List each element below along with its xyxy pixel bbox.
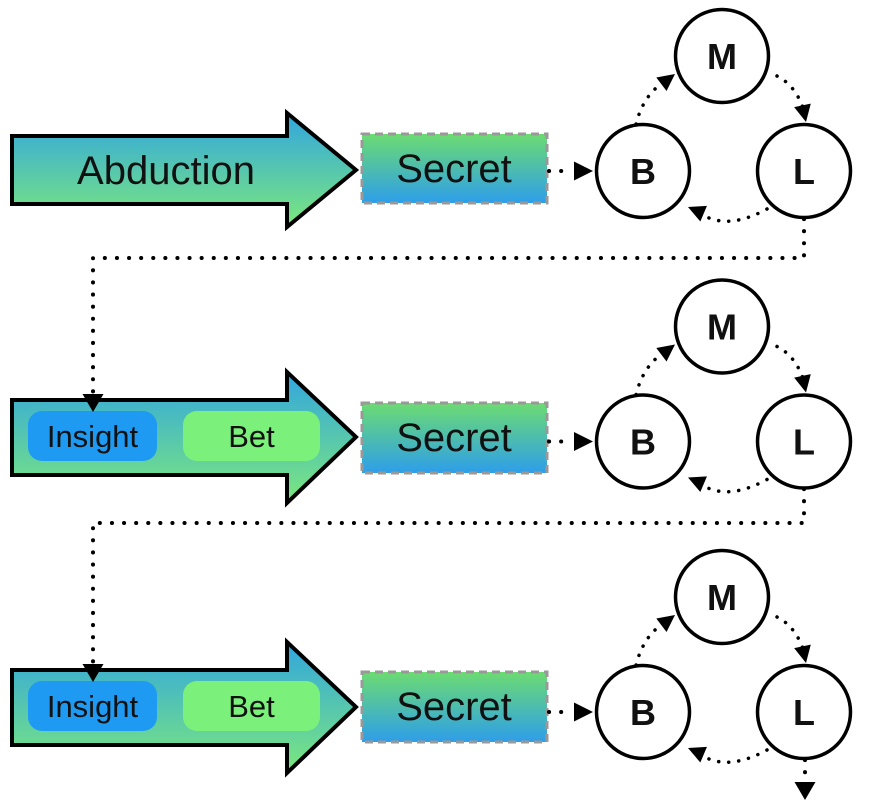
node-b-circle (594, 122, 692, 220)
bet-pill-label: Bet (228, 689, 275, 724)
abduction-label: Abduction (77, 149, 255, 193)
flow-row-2: Insight Bet Secret M B L (10, 278, 853, 508)
row-connectors (82, 217, 816, 800)
arrowhead-secret-to-b-icon (574, 432, 593, 451)
arrowhead-m-to-l-icon (794, 374, 811, 393)
node-l-label: L (793, 422, 815, 463)
node-b-label: B (630, 422, 656, 463)
secret-label: Secret (396, 147, 512, 191)
node-b-label: B (630, 151, 656, 192)
arc-l-to-b (694, 207, 769, 223)
abduction-flow-arrow (10, 108, 360, 232)
bet-pill (183, 411, 320, 461)
arrowhead-down-row2-icon (82, 394, 104, 412)
arrowhead-b-to-m-icon (656, 74, 675, 92)
cycle-cluster-3: M B L (547, 548, 853, 764)
secret-label: Secret (396, 685, 512, 729)
flow-row-3: Insight Bet Secret M B L (10, 548, 853, 778)
bet-pill-label: Bet (228, 419, 275, 454)
node-m-circle (673, 7, 771, 105)
arrowhead-l-to-b-icon (688, 476, 707, 492)
node-m-label: M (707, 307, 737, 348)
arrowhead-down-row3-icon (82, 664, 104, 682)
arrowhead-down-exit-icon (794, 782, 816, 800)
arc-l-to-b (694, 748, 769, 764)
secret-box (360, 132, 549, 205)
arc-l-to-b (694, 477, 769, 494)
secret-box (360, 670, 549, 744)
node-m-circle (673, 548, 771, 646)
arrowhead-b-to-m-icon (656, 615, 675, 633)
arrowhead-l-to-b-icon (688, 205, 707, 222)
secret-box (360, 401, 549, 475)
arrowhead-secret-to-b-icon (574, 702, 593, 722)
cycle-cluster-2: M B L (547, 278, 853, 494)
node-b-label: B (630, 692, 656, 733)
node-m-label: M (707, 36, 737, 77)
arrowhead-l-to-b-icon (688, 746, 707, 763)
node-b-circle (594, 393, 692, 490)
node-m-circle (673, 278, 771, 375)
arrowhead-m-to-l-icon (794, 103, 811, 122)
arrowhead-secret-to-b-icon (574, 161, 593, 181)
insight-pill (28, 411, 157, 461)
insight-pill (28, 681, 157, 731)
node-l-label: L (793, 692, 815, 733)
insight-pill-label: Insight (47, 689, 139, 724)
node-b-circle (594, 663, 692, 761)
node-l-label: L (793, 151, 815, 192)
flow-row-1: Abduction Secret M B L (10, 7, 853, 232)
bet-pill (183, 681, 320, 731)
arrowhead-m-to-l-icon (794, 644, 811, 663)
node-m-label: M (707, 577, 737, 618)
insight-pill-label: Insight (47, 419, 139, 454)
secret-label: Secret (396, 416, 512, 460)
arrowhead-b-to-m-icon (656, 344, 675, 362)
cycle-cluster-1: M B L (547, 7, 853, 223)
